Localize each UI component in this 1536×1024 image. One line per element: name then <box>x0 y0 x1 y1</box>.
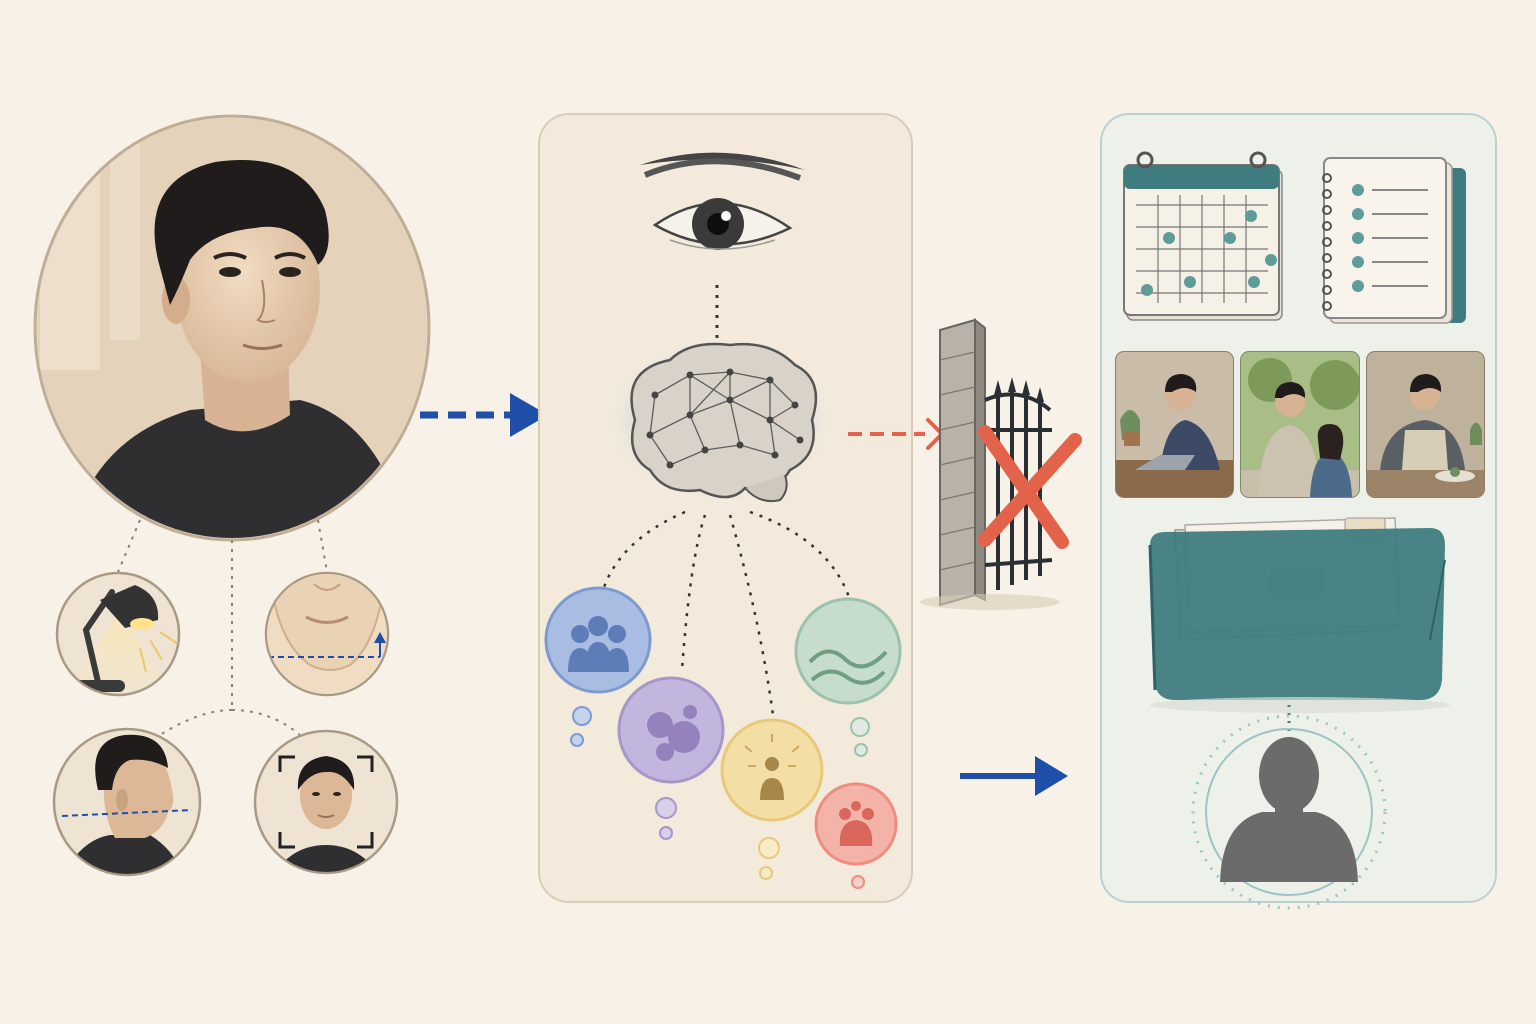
person-silhouette-icon <box>1191 714 1387 910</box>
person-walking-photo-icon <box>1241 352 1359 497</box>
waves-landscape-icon <box>808 649 888 685</box>
person-portrait-icon <box>37 118 427 538</box>
head-profile-icon <box>60 734 193 874</box>
figure-cluster <box>720 718 824 880</box>
file-folder-icon <box>1148 517 1450 713</box>
chin-jawline-icon <box>267 574 387 694</box>
flow-arrow-to-profile <box>960 756 1068 796</box>
profile-attribute <box>52 727 202 877</box>
red-x-icon <box>978 425 1082 549</box>
photo-cook <box>1366 351 1485 498</box>
people-group-icon <box>568 616 629 672</box>
lighting-attribute <box>55 571 181 697</box>
perception-panel <box>538 113 913 903</box>
bubbles-cluster-icon <box>647 705 700 761</box>
bubbles-cluster <box>617 676 725 840</box>
jawline-attribute <box>264 571 390 697</box>
person-at-laptop-photo-icon <box>1116 352 1233 497</box>
radiant-figure-icon <box>744 734 800 800</box>
people-cluster <box>544 586 652 747</box>
portrait-group <box>33 114 431 542</box>
blocked-gate-icon <box>920 317 1060 610</box>
portrait-connectors <box>117 519 328 736</box>
creature-blob-icon <box>839 801 874 846</box>
flow-arrow-to-perception <box>420 393 548 437</box>
photo-walk <box>1240 351 1360 498</box>
waves-cluster <box>794 597 902 757</box>
brain-branches <box>601 510 852 716</box>
brain-network-icon <box>605 335 835 505</box>
notebook-checklist-icon <box>1322 157 1466 324</box>
eye-icon <box>640 152 805 250</box>
calendar-icon <box>1123 151 1283 321</box>
profile-panel <box>1100 113 1497 910</box>
photo-laptop <box>1115 351 1234 498</box>
person-cooking-photo-icon <box>1367 352 1484 497</box>
face-detection-attribute <box>253 729 399 875</box>
creature-cluster <box>814 782 898 889</box>
